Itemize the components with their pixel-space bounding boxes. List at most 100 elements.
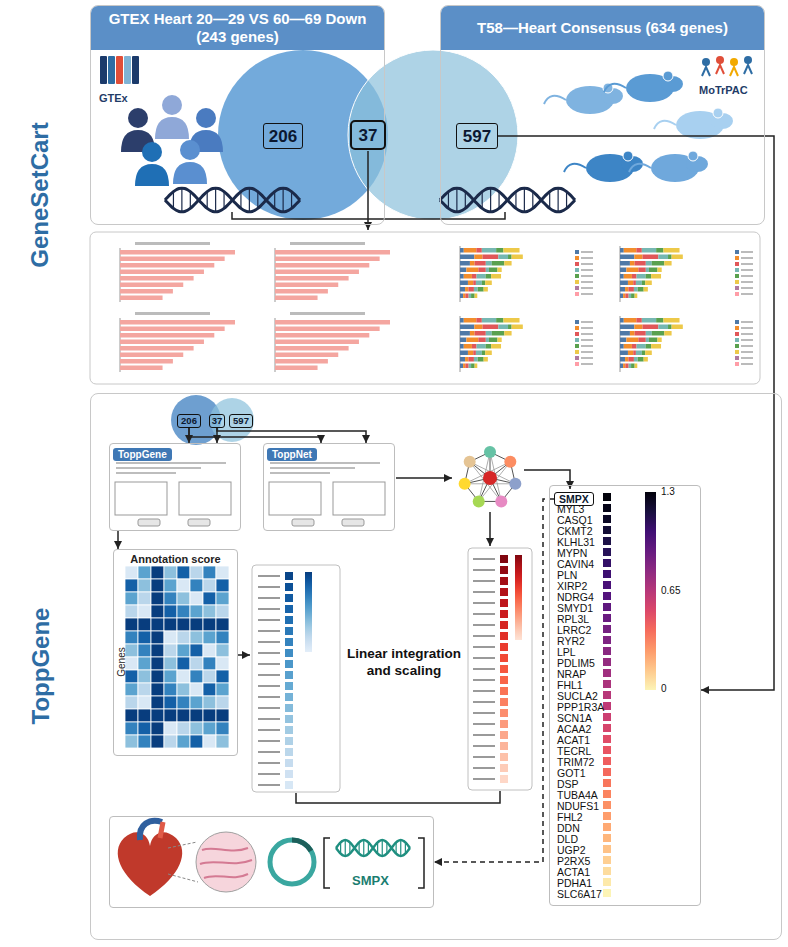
node-text: CKMT2: [550, 526, 700, 537]
node-text: 206: [269, 128, 297, 145]
stacked-bar: [484, 287, 488, 292]
chart-bar: [275, 359, 328, 364]
zoom-lines: [168, 842, 198, 882]
dna-rung: [382, 840, 383, 856]
chart-bar: [275, 263, 369, 268]
chart-legend-swatch: [575, 262, 579, 266]
heatmap-cell: [151, 579, 164, 592]
gene-name-line: [473, 723, 495, 725]
score-square: [603, 636, 611, 644]
dna-rung: [490, 188, 491, 212]
heatmap-cell: [138, 579, 151, 592]
dna-rung: [215, 188, 216, 212]
chart-legend-line: [741, 251, 753, 253]
gene-name-line: [258, 652, 280, 654]
scale-value: 0.65: [661, 585, 680, 596]
chart-legend-swatch: [735, 286, 739, 290]
stacked-bar: [620, 318, 624, 323]
heatmap-cell: [151, 657, 164, 670]
heatmap-cell: [138, 735, 151, 748]
stacked-bar: [482, 248, 496, 253]
chart-bar: [275, 270, 359, 275]
stacked-bar: [637, 274, 646, 279]
chart-bar: [120, 263, 214, 268]
chart-legend-line: [581, 269, 593, 271]
stacked-bar: [460, 325, 474, 330]
stacked-bar: [468, 351, 473, 356]
chart-title-bar: [135, 242, 210, 245]
gene-name-line: [258, 575, 280, 577]
node-text: FHL1: [550, 680, 700, 691]
color-scale-bar: [305, 572, 312, 652]
heatmap-cell: [216, 644, 229, 657]
stacked-bar: [460, 351, 468, 356]
heatmap-cell: [125, 618, 138, 631]
process-label: Linear integration and scaling: [344, 646, 464, 680]
stacked-bar: [478, 338, 486, 343]
stacked-bar: [624, 274, 632, 279]
count-box: 206: [177, 414, 201, 428]
flow-arrow: [238, 654, 250, 656]
flow-arrow: [396, 477, 452, 479]
flow-arrow: [489, 512, 491, 546]
stacked-bar: [460, 338, 466, 343]
stacked-bar: [474, 287, 478, 292]
stacked-bar: [651, 344, 661, 349]
venn-circle: [210, 398, 254, 442]
chart-title-bar: [290, 312, 365, 315]
stacked-bar: [486, 261, 492, 266]
mouse-ear: [663, 71, 673, 81]
stacked-bar: [656, 248, 663, 253]
heatmap-cell: [138, 709, 151, 722]
chart-legend-swatch: [735, 320, 739, 324]
chart-legend-swatch: [735, 280, 739, 284]
dna-rung: [498, 192, 499, 209]
node-text: PDHA1: [550, 878, 700, 889]
logo-stripe: [124, 56, 131, 84]
chart-legend-swatch: [575, 350, 579, 354]
heatmap-cell: [164, 657, 177, 670]
heatmap-cell: [138, 592, 151, 605]
score-square: [500, 566, 508, 574]
chart-legend-line: [581, 281, 593, 283]
score-square: [285, 671, 293, 679]
stacked-bar: [491, 344, 501, 349]
count-box: 37: [209, 414, 225, 428]
node-text: NRAP: [550, 669, 700, 680]
stacked-bar: [498, 268, 502, 273]
chart-legend-swatch: [575, 274, 579, 278]
stacked-bar: [638, 357, 644, 362]
stacked-bar: [460, 331, 470, 336]
logo-stripe: [108, 56, 115, 84]
network-node: [459, 478, 471, 490]
score-square: [500, 775, 508, 783]
stacked-bar: [631, 294, 635, 299]
stacked-bar: [624, 318, 637, 323]
score-square: [285, 682, 293, 690]
node-text: P2RX5: [550, 856, 700, 867]
heatmap-cell: [164, 605, 177, 618]
heatmap-cell: [138, 644, 151, 657]
score-square: [285, 627, 293, 635]
heatmap-cell: [177, 618, 190, 631]
chart-legend-swatch: [735, 332, 739, 336]
stacked-bar: [470, 261, 475, 266]
stacked-bar: [477, 344, 486, 349]
stacked-bar: [628, 287, 634, 292]
flow-lines: [232, 151, 570, 803]
tool-screenshot: ToppGene: [109, 443, 241, 531]
stacked-bar: [460, 344, 464, 349]
stacked-bar: [625, 287, 628, 292]
stacked-bar: [638, 287, 644, 292]
node-text: ACTA1: [550, 867, 700, 878]
stacked-bar: [620, 287, 625, 292]
gene-name-line: [473, 679, 495, 681]
score-square: [285, 715, 293, 723]
heart-vessel: [160, 822, 163, 838]
chart-legend-swatch: [735, 262, 739, 266]
score-square: [500, 676, 508, 684]
heatmap-cell: [190, 644, 203, 657]
heatmap-cell: [125, 631, 138, 644]
chart-axis: [275, 248, 276, 302]
